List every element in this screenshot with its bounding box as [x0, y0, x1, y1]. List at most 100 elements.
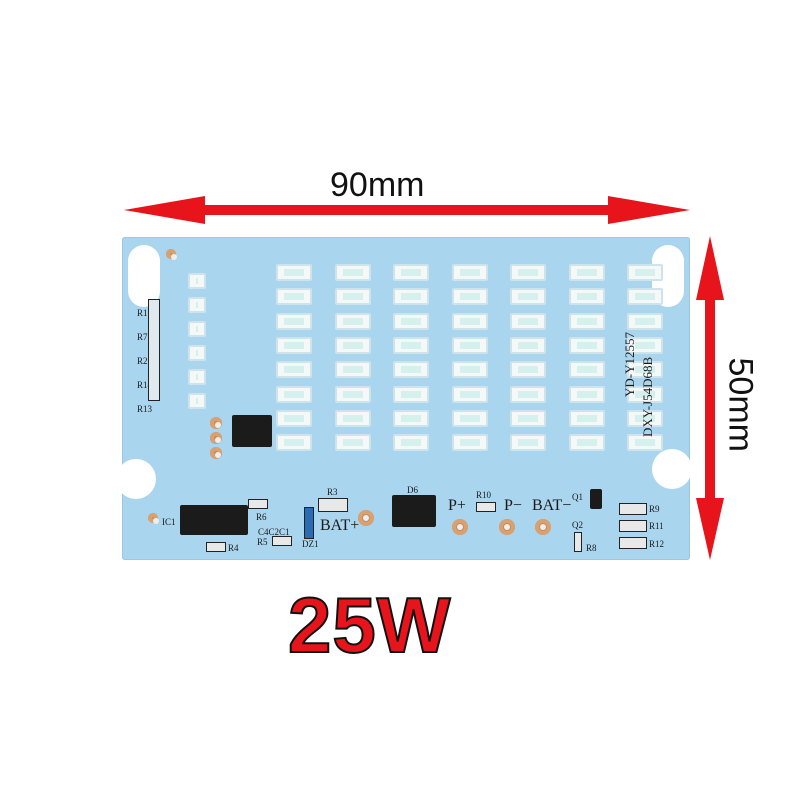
mounting-hole	[116, 459, 156, 499]
pad-p-minus	[499, 519, 515, 535]
led-chip	[627, 361, 663, 379]
led-chip	[451, 264, 488, 281]
led-chip	[334, 361, 371, 379]
pad-bat-plus	[358, 510, 374, 526]
label-r7: R7	[137, 332, 148, 342]
label-r6: R6	[256, 512, 267, 522]
indicator-led	[188, 273, 206, 289]
indicator-led	[188, 297, 206, 313]
led-chip	[627, 288, 663, 306]
fiducial	[166, 249, 177, 260]
led-chip	[510, 288, 546, 306]
led-chip	[393, 409, 429, 427]
led-chip	[451, 288, 488, 306]
label-r4: R4	[228, 543, 239, 553]
resistor-r9	[619, 503, 647, 515]
width-arrow	[124, 196, 690, 224]
resistor-strip	[148, 299, 160, 401]
terminal-label-bat-plus: BAT+	[320, 517, 360, 534]
led-chip	[568, 385, 605, 403]
resistor-r12	[619, 537, 647, 549]
led-chip	[276, 385, 312, 403]
mounting-slot	[128, 245, 160, 307]
label-r9: R9	[649, 504, 660, 514]
resistor-r3	[318, 498, 348, 512]
led-chip	[451, 385, 488, 403]
label-r14: R14	[137, 380, 153, 390]
led-chip	[510, 409, 546, 427]
led-chip	[568, 288, 605, 306]
led-chip	[393, 336, 429, 354]
label-r5: R5	[257, 537, 268, 547]
led-chip	[334, 385, 371, 403]
indicator-led	[188, 393, 206, 409]
label-q1: Q1	[572, 492, 583, 502]
led-chip	[276, 336, 312, 354]
led-chip	[334, 409, 371, 427]
label-r3: R3	[327, 487, 338, 497]
led-chip	[451, 361, 488, 379]
led-chip	[393, 361, 429, 379]
pad	[210, 447, 222, 459]
led-chip	[334, 336, 371, 354]
label-r12: R12	[649, 539, 665, 549]
resistor-r8	[574, 532, 582, 552]
label-q2: Q2	[572, 520, 583, 530]
pad	[148, 513, 159, 524]
height-label: 50mm	[721, 357, 760, 452]
label-dz1: DZ1	[302, 539, 319, 549]
indicator-led	[188, 321, 206, 337]
led-chip	[627, 312, 663, 330]
led-chip	[627, 385, 663, 403]
led-chip	[510, 264, 546, 281]
led-chip	[276, 288, 312, 306]
pad-p-plus	[452, 519, 468, 535]
ic1-chip	[180, 505, 248, 535]
led-chip	[393, 288, 429, 306]
indicator-led	[188, 369, 206, 385]
resistor-r4	[206, 542, 226, 552]
transistor-q1	[590, 489, 602, 509]
led-chip	[276, 361, 312, 379]
label-r8: R8	[586, 543, 597, 553]
led-chip	[276, 409, 312, 427]
label-r2: R2	[137, 356, 148, 366]
led-chip	[627, 336, 663, 354]
led-chip	[568, 264, 605, 281]
led-chip	[627, 264, 663, 281]
led-chip	[568, 361, 605, 379]
terminal-label-p-minus: P−	[504, 497, 522, 514]
led-chip	[510, 312, 546, 330]
label-d6: D6	[407, 485, 418, 495]
width-label: 90mm	[330, 166, 425, 204]
label-r10: R10	[476, 490, 492, 500]
led-pcb-board: R1 R7 R2 R14 R13 YD-Y12557 DXY-J54D68B I…	[116, 237, 692, 560]
label-ic1: IC1	[162, 517, 176, 527]
led-chip	[568, 409, 605, 427]
mounting-hole	[652, 449, 692, 489]
led-chip	[510, 361, 546, 379]
led-chip	[510, 336, 546, 354]
label-r11: R11	[649, 521, 664, 531]
led-chip	[627, 409, 663, 427]
terminal-label-bat-minus: BAT−	[532, 497, 572, 514]
led-chip	[276, 434, 312, 452]
led-chip	[393, 385, 429, 403]
led-chip	[568, 336, 605, 354]
led-chip	[276, 312, 312, 330]
resistor-r5	[272, 536, 292, 546]
label-capacitors: C4C2C1	[258, 527, 290, 537]
led-chip	[568, 312, 605, 330]
led-chip	[568, 434, 605, 452]
resistor-r10	[476, 502, 496, 512]
ir-receiver	[232, 415, 272, 447]
led-chip	[334, 434, 371, 452]
model-text-1: YD-Y12557	[622, 332, 637, 397]
led-chip	[334, 312, 371, 330]
resistor-r6	[248, 499, 268, 509]
label-r13: R13	[137, 404, 153, 414]
led-chip	[393, 264, 429, 281]
diode-d6	[392, 495, 436, 527]
led-chip	[451, 409, 488, 427]
